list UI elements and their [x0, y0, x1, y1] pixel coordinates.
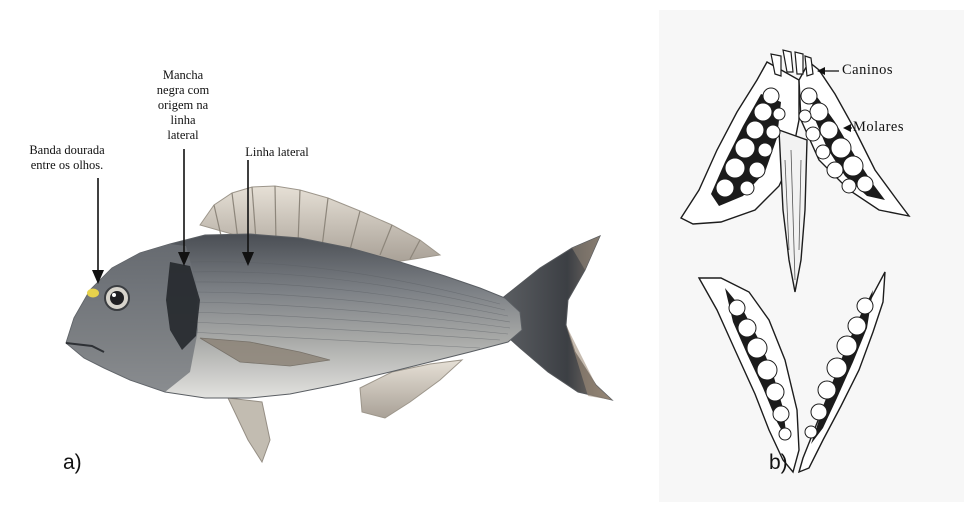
- pelvic-fin: [228, 398, 270, 462]
- panel-b-teeth: Caninos Molares b): [659, 10, 964, 502]
- jaw-illustration: [659, 10, 964, 502]
- lower-jaw: [699, 272, 885, 472]
- panel-letter-b: b): [769, 451, 788, 475]
- upper-jaw: [681, 62, 909, 292]
- label-canines: Caninos: [842, 62, 893, 79]
- label-molars: Molares: [853, 119, 904, 136]
- golden-band: [87, 289, 99, 298]
- panel-letter-a: a): [63, 451, 82, 475]
- upper-canines: [771, 50, 813, 76]
- fish-illustration: [0, 0, 640, 505]
- label-lateral-line: Linha lateral: [222, 145, 332, 160]
